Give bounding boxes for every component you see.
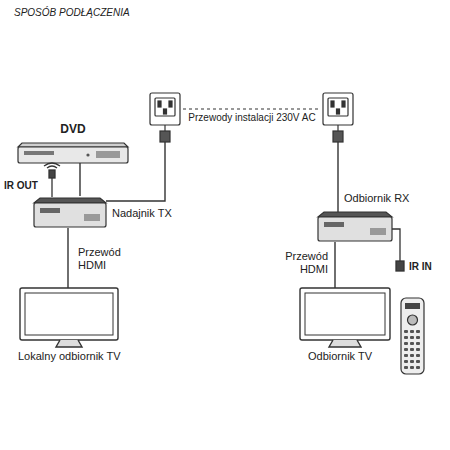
wiring-label: Przewody instalacji 230V AC: [188, 112, 315, 124]
device-node: Lokalny odbiornik TV: [18, 288, 136, 368]
ir-receiver: [392, 229, 404, 271]
hdmi-cable: [334, 242, 335, 288]
mains-wiring: [183, 108, 320, 109]
remote-key: [416, 366, 420, 369]
device-label: DVD: [18, 122, 128, 136]
remote-key: [410, 366, 414, 369]
remote-key: [416, 348, 420, 351]
remote-key: [404, 342, 408, 345]
device-node: Odbiornik RX: [318, 192, 418, 242]
remote-key: [416, 330, 420, 333]
transmitter-box: [34, 198, 106, 227]
signal-label: IR OUT: [4, 180, 38, 192]
cable-label: Przewód HDMI: [270, 250, 328, 276]
remote-key: [416, 336, 420, 339]
title: SPOSÓB PODŁĄCZENIA: [14, 6, 130, 19]
tv-set: [300, 288, 390, 347]
remote-key: [416, 354, 420, 357]
device-label: Odbiornik RX: [344, 192, 409, 205]
tv-set: [20, 288, 118, 347]
hdmi-cable: [67, 228, 68, 288]
device-node: Nadajnik TX: [34, 196, 174, 228]
remote-key: [410, 360, 414, 363]
remote-key: [404, 366, 408, 369]
dvd-player: [18, 143, 128, 163]
power-plug: [333, 125, 343, 212]
remote-key: [410, 342, 414, 345]
device-label: Nadajnik TX: [112, 207, 172, 220]
remote-key: [410, 348, 414, 351]
cable-label: Przewód HDMI: [78, 246, 138, 272]
receiver-box: [318, 212, 392, 241]
remote-key: [404, 336, 408, 339]
remote-key: [404, 354, 408, 357]
signal-label: IR IN: [409, 261, 432, 273]
remote-key: [410, 354, 414, 357]
remote-key: [410, 330, 414, 333]
remote-control: [401, 298, 424, 374]
remote-key: [404, 360, 408, 363]
remote-key: [416, 360, 420, 363]
device-label: Odbiornik TV: [308, 350, 372, 363]
remote-key: [416, 342, 420, 345]
remote-key: [404, 348, 408, 351]
remote-key: [410, 336, 414, 339]
wall-socket: [323, 93, 353, 125]
remote-key: [404, 330, 408, 333]
device-node: DVD: [18, 122, 130, 163]
device-label: Lokalny odbiornik TV: [18, 350, 121, 363]
wall-socket: [150, 93, 180, 125]
hdmi-cable: [79, 163, 80, 196]
ir-emitter: [44, 163, 60, 197]
device-node: Odbiornik TV: [300, 288, 392, 368]
